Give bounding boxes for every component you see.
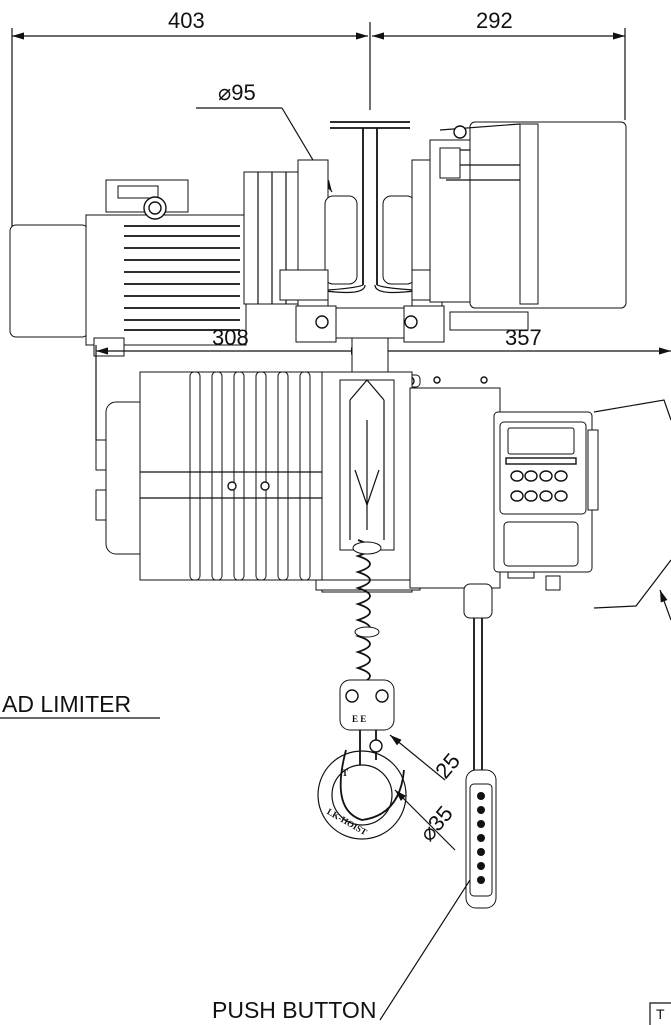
trolley-motor-fins xyxy=(124,225,240,331)
hook-block: E E xyxy=(339,679,395,731)
dimension-308: 308 xyxy=(212,325,249,350)
load-chain xyxy=(352,539,382,685)
push-button-pendant xyxy=(465,769,497,909)
dimension-wheel-diameter: ⌀95 xyxy=(218,80,256,105)
load-limiter-callout: AD LIMITER xyxy=(0,691,160,719)
pendant-cable xyxy=(463,583,493,770)
middle-dimension: 308 357 xyxy=(95,325,671,440)
load-hook: LK-HOIST T xyxy=(317,730,407,840)
hoist-motor xyxy=(95,371,327,581)
dimension-292: 292 xyxy=(476,8,513,33)
top-dimension: 403 292 xyxy=(11,8,626,230)
push-button-callout: PUSH BUTTON xyxy=(212,879,471,1023)
inverter-keypad xyxy=(510,470,568,502)
inverter-panel xyxy=(493,399,671,621)
control-box-upper xyxy=(429,121,627,309)
load-limiter-label: AD LIMITER xyxy=(2,691,131,717)
gearbox-frame xyxy=(315,371,501,593)
inverter-display xyxy=(507,427,575,455)
title-block-text: T xyxy=(656,1006,665,1022)
hook-dimensions: 25 ⌀35 xyxy=(389,734,465,851)
dimension-357: 357 xyxy=(505,325,542,350)
dimension-hook-opening: 25 xyxy=(430,748,465,783)
hook-text-t: T xyxy=(342,768,348,778)
hook-block-letters: E E xyxy=(352,714,366,724)
hoist-motor-fins xyxy=(189,371,311,581)
push-button-label: PUSH BUTTON xyxy=(212,997,376,1023)
dimension-hook-diameter: ⌀35 xyxy=(414,801,457,846)
dimension-403: 403 xyxy=(168,8,205,33)
hook-text-lk-hoist: LK-HOIST xyxy=(325,806,369,837)
title-block-corner: T xyxy=(649,1002,671,1025)
trolley-motor xyxy=(9,171,301,357)
